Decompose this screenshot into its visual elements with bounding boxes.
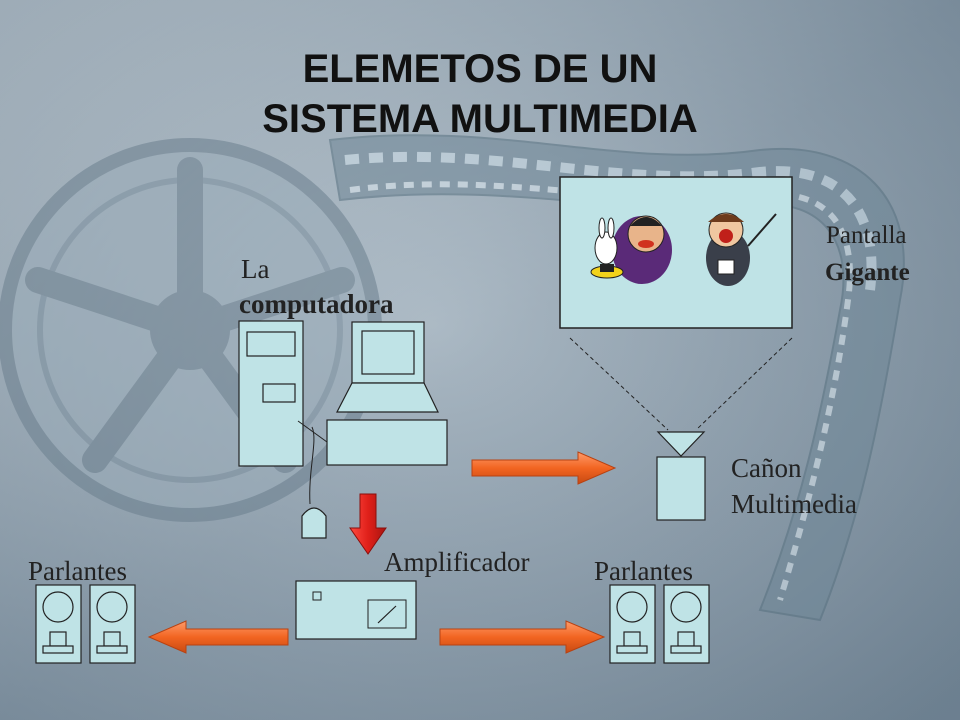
arrow-computer-to-projector	[471, 451, 617, 485]
speaker-box	[609, 584, 656, 664]
speakers-left-label: Parlantes	[28, 556, 127, 586]
giant-screen	[559, 176, 793, 329]
computer-monitor	[336, 321, 439, 413]
arrow-amplifier-to-right-speakers	[439, 620, 606, 654]
projection-line-right	[695, 337, 793, 431]
projector-label-line-1: Cañon	[731, 453, 802, 483]
amplifier-device	[295, 580, 417, 640]
projector-label-line-2: Multimedia	[731, 489, 857, 519]
projection-line-left	[569, 337, 669, 431]
computer-keyboard	[326, 419, 448, 466]
computer-label-line-1: La	[241, 254, 270, 284]
computer-label-line-2: computadora	[239, 289, 394, 319]
arrow-amplifier-to-left-speakers	[147, 620, 289, 654]
screen-label-line-2: Gigante	[825, 259, 910, 286]
speaker-box	[89, 584, 136, 664]
screen-label-line-1: Pantalla	[826, 222, 907, 249]
magician-cartoon-icon	[590, 212, 777, 286]
speakers-right-label: Parlantes	[594, 556, 693, 586]
arrow-computer-to-amplifier	[349, 493, 387, 555]
speaker-box	[663, 584, 710, 664]
projector-device	[656, 431, 706, 521]
speaker-box	[35, 584, 82, 664]
amplifier-label: Amplificador	[384, 547, 530, 577]
computer-mouse	[297, 420, 328, 539]
computer-tower	[238, 320, 304, 467]
speakers-right	[609, 584, 710, 664]
slide-title-line-1: ELEMETOS DE UN	[302, 47, 658, 91]
speakers-left	[35, 584, 136, 664]
slide-title-line-2: SISTEMA MULTIMEDIA	[262, 97, 698, 141]
